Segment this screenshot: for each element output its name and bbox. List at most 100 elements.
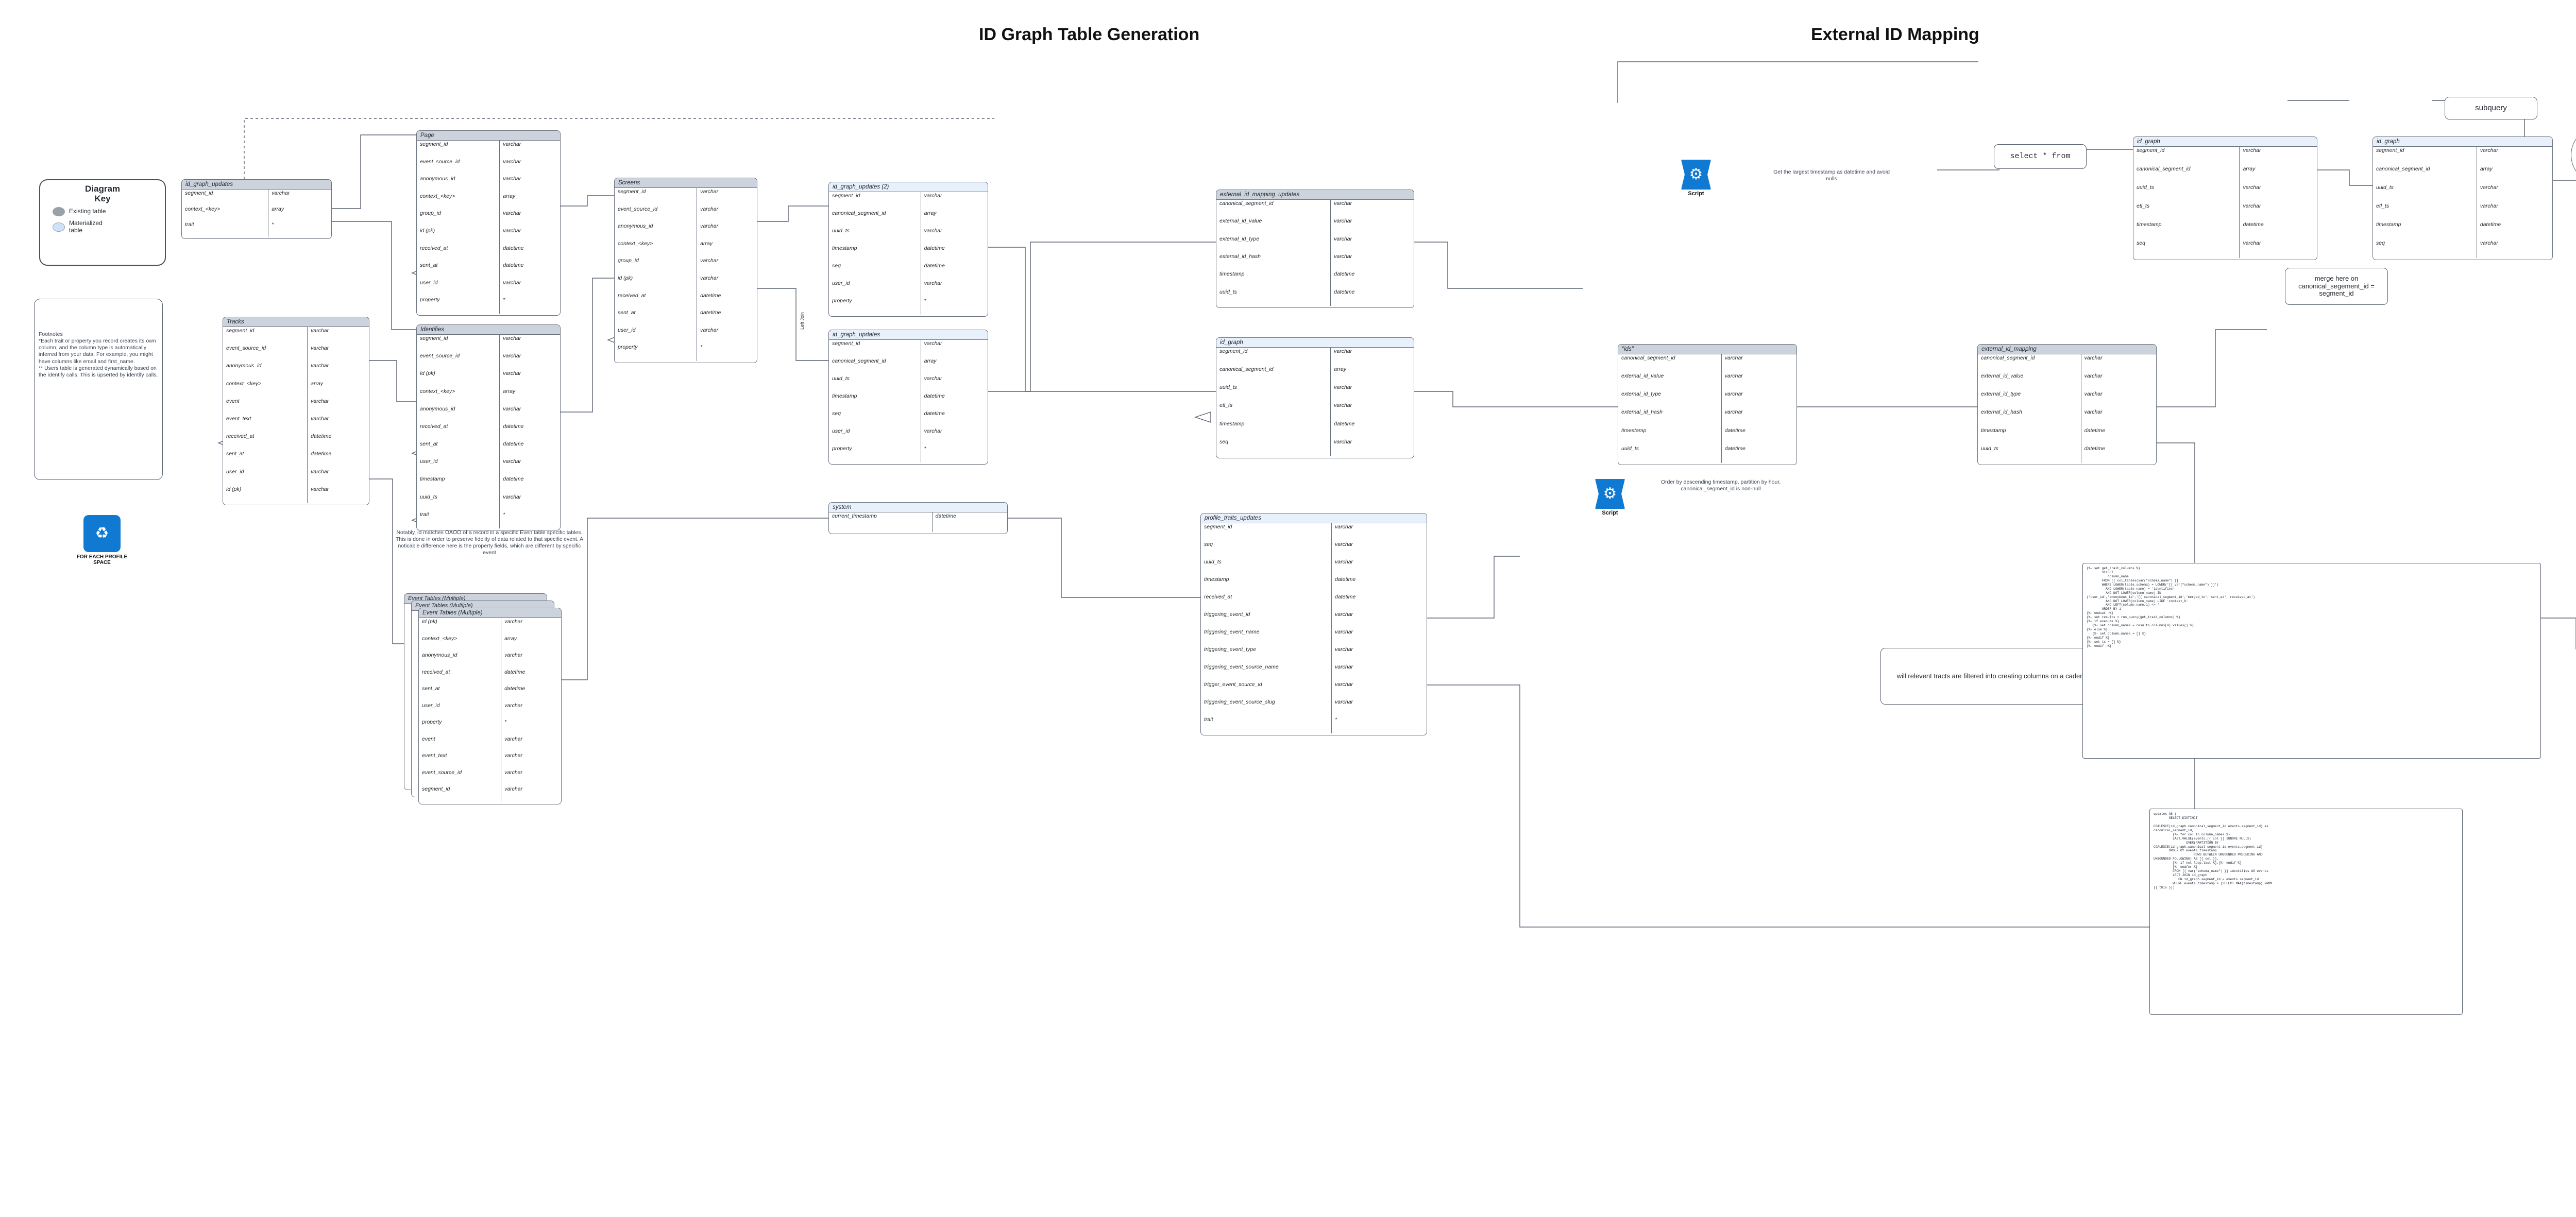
column-type: array	[503, 193, 516, 199]
section-title-external-id-mapping: External ID Mapping	[1811, 25, 1979, 44]
column-type: datetime	[700, 310, 721, 316]
column-name: triggering_event_id	[1201, 611, 1332, 628]
column-type: datetime	[2480, 221, 2501, 228]
column-type: varchar	[1335, 699, 1353, 705]
column-name: property	[419, 718, 502, 735]
column-type: *	[504, 719, 507, 726]
column-name: canonical_segment_id	[1216, 366, 1331, 384]
column-name: timestamp	[1978, 426, 2081, 445]
column-type: array	[924, 358, 937, 364]
column-name: canonical_segment_id	[2373, 165, 2477, 184]
column-type: varchar	[1335, 541, 1353, 547]
script-node-1: ⚙ Script	[1665, 160, 1727, 197]
column-name: segment_id	[829, 340, 921, 357]
column-name: anonymous_id	[417, 175, 500, 193]
column-name: seq	[1216, 438, 1331, 456]
footnote-2: ** Users table is generated dynamically …	[39, 365, 158, 378]
column-name: user_id	[419, 701, 502, 719]
column-type: varchar	[1335, 524, 1353, 530]
column-type: datetime	[311, 451, 332, 457]
column-name: segment_id	[2373, 147, 2477, 165]
traits-filter-note: will relevent tracts are filtered into c…	[1880, 648, 2107, 705]
column-name: event_source_id	[417, 158, 500, 176]
column-type: varchar	[1334, 235, 1352, 242]
column-name: context_<key>	[223, 380, 308, 398]
subquery-pill: subquery	[2445, 97, 2537, 119]
subquery-text: subquery	[2475, 104, 2507, 113]
script-1-caption: Script	[1688, 191, 1704, 197]
column-type: datetime	[2084, 427, 2105, 434]
table-row: id (pk)varchar	[417, 227, 560, 245]
column-type: varchar	[1335, 611, 1353, 618]
column-type: *	[503, 297, 505, 303]
column-name: id (pk)	[223, 485, 308, 503]
column-type: varchar	[1334, 384, 1352, 391]
column-type: varchar	[503, 176, 521, 182]
column-name: seq	[2133, 239, 2240, 258]
column-name: external_id_value	[1216, 217, 1331, 235]
column-type: varchar	[1334, 402, 1352, 409]
key-row-existing: Existing table	[53, 207, 165, 217]
column-name: segment_id	[223, 327, 308, 345]
column-name: received_at	[417, 422, 500, 441]
select-star-from-pill: select * from	[1994, 144, 2087, 169]
column-name: property	[417, 296, 500, 314]
existing-table-swatch	[53, 207, 65, 217]
column-type: array	[2243, 166, 2256, 172]
column-name: canonical_segment_id	[1978, 354, 2081, 373]
column-type: datetime	[1724, 445, 1745, 452]
column-type: array	[504, 635, 517, 642]
column-type: varchar	[924, 375, 942, 382]
column-name: user_id	[417, 279, 500, 297]
column-type: varchar	[503, 353, 521, 359]
column-name: etl_ts	[2133, 202, 2240, 221]
column-name: segment_id	[1201, 523, 1332, 541]
column-name: property	[829, 445, 921, 462]
column-type: varchar	[504, 619, 523, 625]
column-type: varchar	[503, 335, 521, 341]
column-type: varchar	[503, 210, 521, 217]
column-type: varchar	[503, 279, 521, 286]
profile-space-line2: PROFILE	[105, 554, 128, 560]
identifies-note: Notably, id matches OAOO of a record in …	[395, 529, 584, 556]
table-header-external_id_mapping: external_id_mapping	[1978, 345, 2156, 354]
column-name: etl_ts	[1216, 402, 1331, 420]
column-type: varchar	[311, 486, 329, 492]
column-type: varchar	[2243, 240, 2261, 246]
